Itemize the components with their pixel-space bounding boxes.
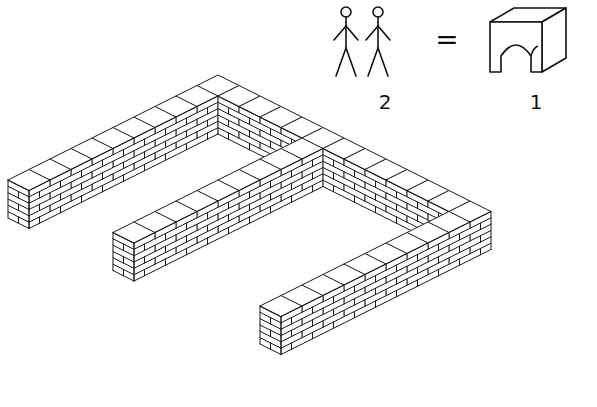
count-number: 1	[530, 92, 543, 112]
label-holder: =	[435, 26, 458, 54]
arch-block-side	[542, 8, 566, 72]
stick-figures	[334, 7, 390, 76]
brick-top	[260, 296, 302, 317]
label-holder: 1	[530, 92, 543, 112]
arch-block	[490, 8, 566, 72]
stick-figure	[334, 7, 358, 76]
brick-joints	[260, 296, 302, 355]
brick-joints	[113, 222, 155, 281]
brick-top	[8, 170, 50, 191]
stick-figure	[366, 7, 390, 76]
brick-joints	[8, 170, 50, 229]
equals-sign: =	[435, 26, 458, 54]
arch-block-front	[490, 22, 542, 72]
label-holder: 2	[379, 92, 392, 112]
arch-depth-line	[531, 46, 538, 56]
count-number: 2	[379, 92, 392, 112]
brick-top	[113, 222, 155, 243]
